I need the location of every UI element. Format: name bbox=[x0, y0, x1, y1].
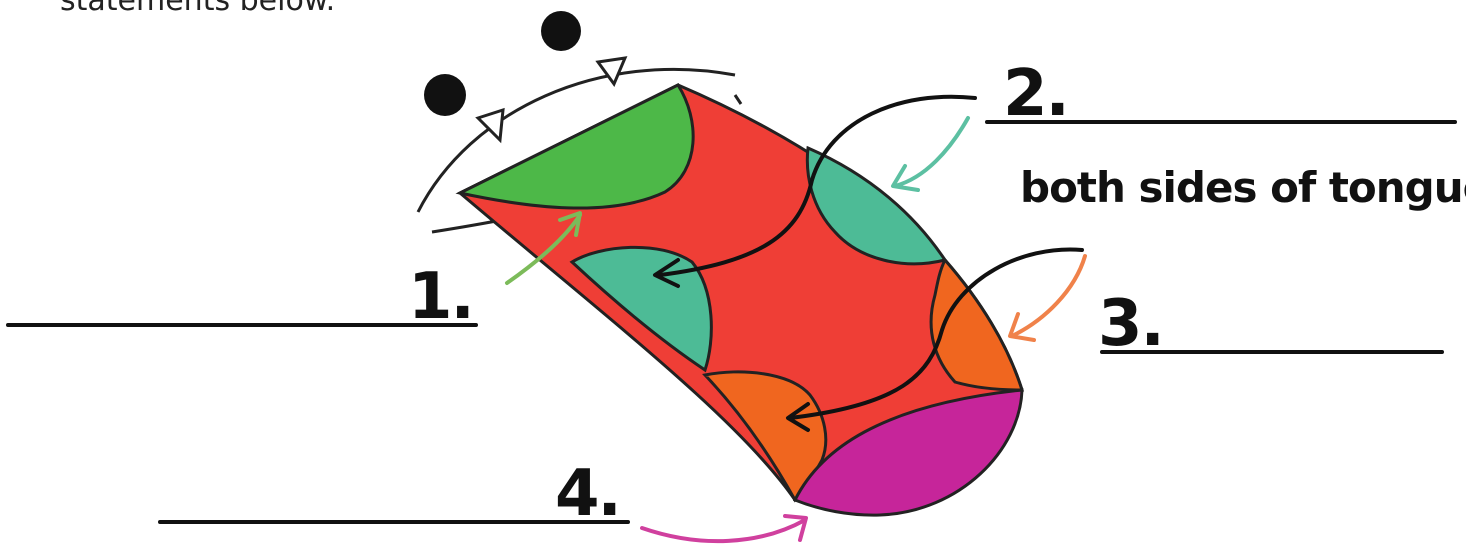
arrow-orange-head-icon bbox=[1008, 312, 1036, 342]
left-eye-icon bbox=[424, 74, 466, 116]
label-three: 3. bbox=[1098, 287, 1163, 361]
intro-text: statements below. bbox=[60, 0, 335, 18]
right-eye-icon bbox=[541, 11, 581, 51]
arrow-black-lower bbox=[788, 247, 1084, 420]
side-front-upper-region bbox=[805, 145, 948, 266]
note-two: both sides of tongue bbox=[1020, 163, 1466, 212]
tongue bbox=[455, 83, 1025, 517]
tooth-right-icon bbox=[595, 56, 628, 88]
arrow-orange bbox=[1010, 254, 1087, 338]
arrow-black-upper bbox=[658, 94, 977, 277]
tip-region bbox=[455, 83, 695, 210]
arrow-magenta bbox=[640, 518, 807, 544]
label-two: 2. bbox=[1003, 57, 1068, 131]
mouth-upper-line bbox=[416, 67, 736, 213]
mouth-tick bbox=[733, 94, 743, 105]
side-front-lower-region bbox=[569, 245, 713, 373]
arrow-teal-head-icon bbox=[891, 164, 920, 192]
tooth-left-icon bbox=[475, 107, 505, 144]
arrow-magenta-head-icon bbox=[783, 514, 808, 542]
label-one: 1. bbox=[408, 260, 473, 334]
arrow-black-lower-head-icon bbox=[786, 402, 810, 432]
arrow-green bbox=[505, 213, 582, 285]
arrow-green-head-icon bbox=[558, 211, 582, 237]
side-back-lower-region bbox=[702, 370, 828, 503]
label-four: 4. bbox=[555, 457, 620, 531]
arrow-teal bbox=[893, 116, 970, 188]
arrow-black-upper-head-icon bbox=[653, 258, 680, 288]
back-region bbox=[792, 388, 1024, 517]
side-back-upper-region bbox=[929, 257, 1025, 392]
